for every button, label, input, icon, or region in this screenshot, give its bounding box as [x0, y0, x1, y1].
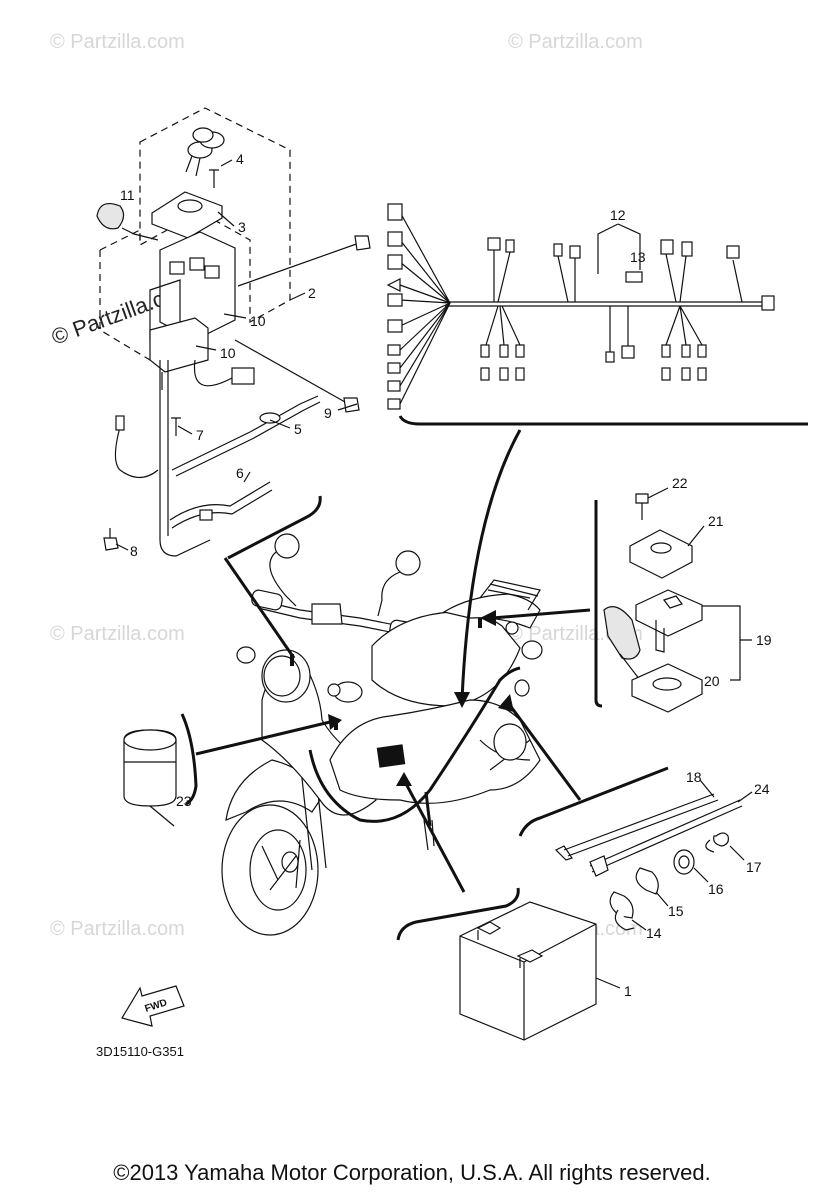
part-number: 16	[708, 881, 724, 897]
watermark: © Partzilla.com	[50, 918, 185, 940]
part-number: 3	[238, 219, 246, 235]
part-number: 4	[236, 151, 244, 167]
part-number: 15	[668, 903, 684, 919]
diagram-canvas: © Partzilla.com © Partzilla.com © Partzi…	[48, 31, 808, 1059]
part-number: 2	[308, 285, 316, 301]
watermark: © Partzilla.com	[508, 31, 643, 53]
part-number: 6	[236, 465, 244, 481]
part-number: 13	[630, 249, 646, 265]
part-number: 18	[686, 769, 702, 785]
key-icon	[185, 127, 225, 177]
part-number: 10	[220, 345, 236, 361]
part-number: 8	[130, 543, 138, 559]
fuel-sender-assembly	[594, 487, 752, 713]
battery	[396, 887, 621, 1041]
wire-harness	[386, 203, 775, 410]
part-23-relay	[123, 729, 177, 827]
part-number: 12	[610, 207, 626, 223]
part-number: 20	[704, 673, 720, 689]
main-switch-assembly	[96, 107, 371, 557]
part-number: 7	[196, 427, 204, 443]
diagram-code: 3D15110-G351	[96, 1044, 184, 1059]
part-number: 5	[294, 421, 302, 437]
part-number: 10	[250, 313, 266, 329]
motorcycle-outline	[221, 533, 543, 936]
copyright-notice: ©2013 Yamaha Motor Corporation, U.S.A. A…	[113, 1160, 711, 1185]
harness-baseline	[398, 415, 808, 426]
watermark: © Partzilla.com	[50, 623, 185, 645]
watermark: © Partzilla.com	[50, 31, 185, 53]
part-number: 19	[756, 632, 772, 648]
part-number: 17	[746, 859, 762, 875]
part-number: 11	[120, 187, 135, 203]
clamps-and-bands	[518, 766, 753, 931]
part-number: 21	[708, 513, 724, 529]
part-number: 23	[176, 793, 192, 809]
fwd-arrow-icon: FWD	[121, 985, 185, 1027]
part-number: 24	[754, 781, 770, 797]
part-number: 22	[672, 475, 688, 491]
region-bracket	[227, 495, 322, 560]
part-number-labels: 4 3 11 2 10 10 9 7 5 6 8 12 13 22 21 19 …	[120, 151, 772, 999]
part-number: 1	[624, 983, 632, 999]
part-number: 14	[646, 925, 662, 941]
part-number: 9	[324, 405, 332, 421]
callout-arrows	[180, 429, 591, 893]
leader-lines-switch	[115, 159, 358, 551]
